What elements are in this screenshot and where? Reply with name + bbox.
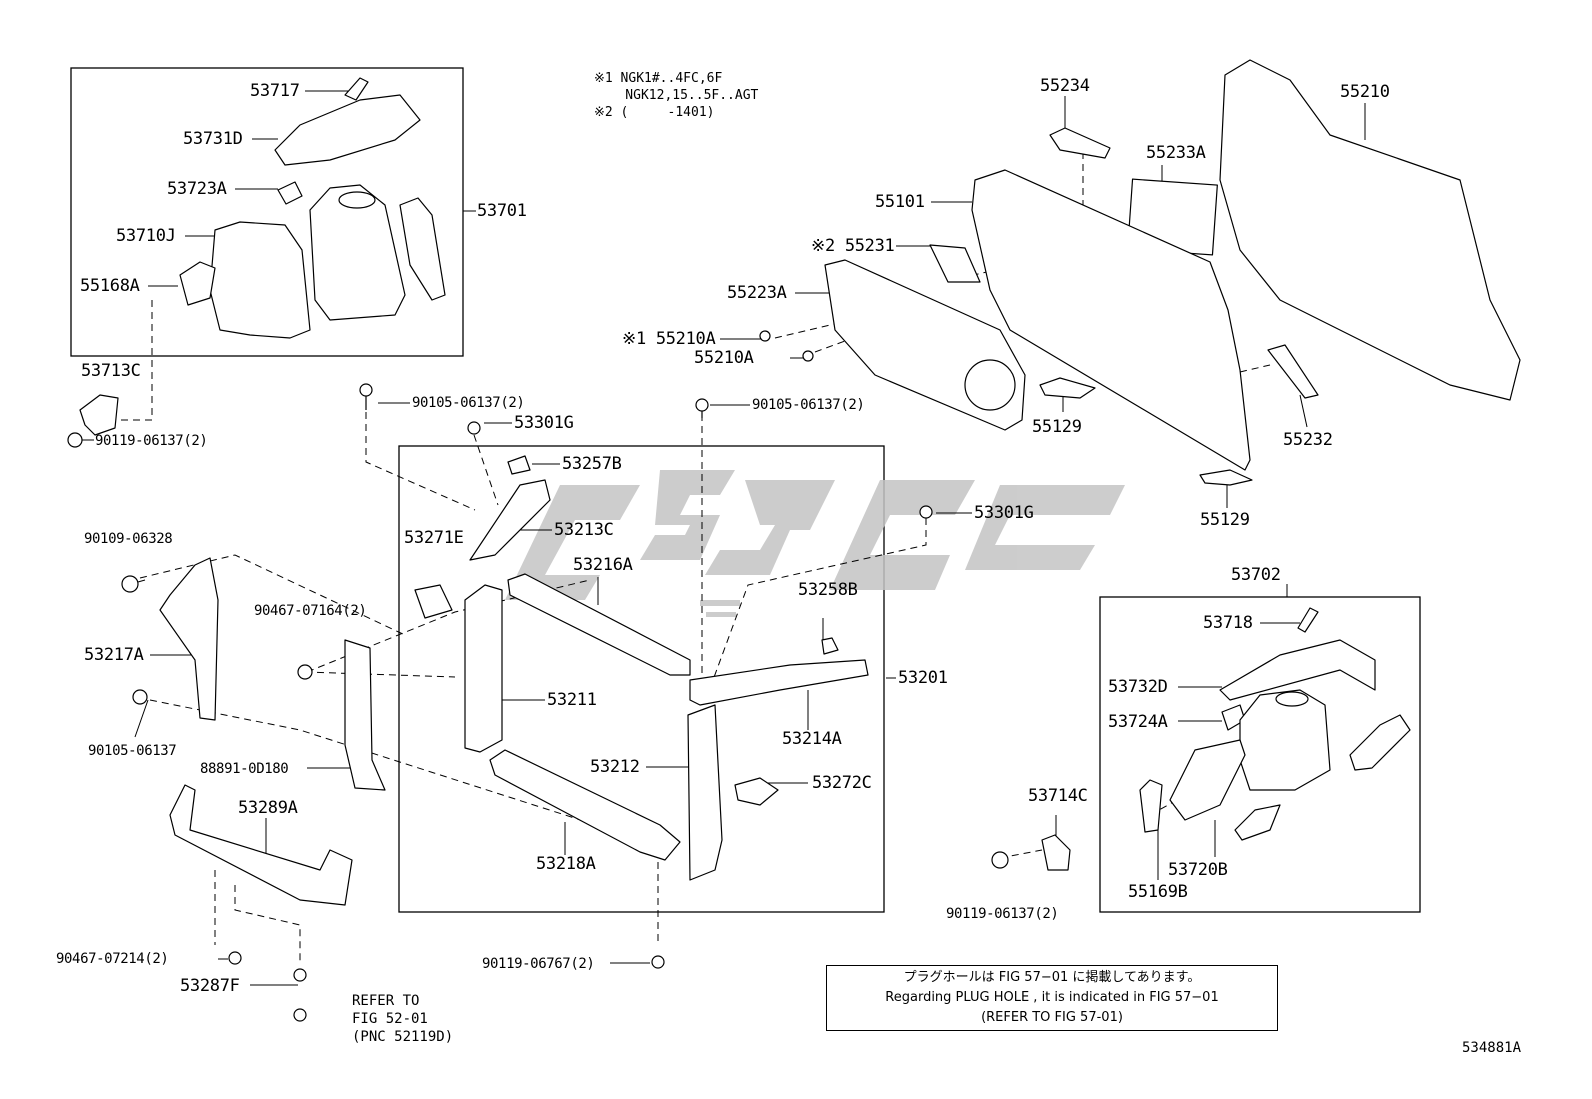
part-label-53271E[interactable]: 53271E bbox=[404, 528, 464, 548]
refer-to-line-2[interactable]: FIG 52-01 bbox=[352, 1011, 428, 1027]
ref-box-line-refer[interactable]: (REFER TO FIG 57-01) bbox=[981, 1010, 1123, 1025]
part-label-90105-06137-2-right[interactable]: 90105-06137(2) bbox=[752, 397, 865, 413]
part-label-53213C[interactable]: 53213C bbox=[554, 520, 614, 540]
part-shapes bbox=[67, 59, 1521, 1022]
part-label-53714C[interactable]: 53714C bbox=[1028, 786, 1088, 806]
part-label-53257B[interactable]: 53257B bbox=[562, 454, 622, 474]
part-label-55101[interactable]: 55101 bbox=[875, 192, 925, 212]
part-label-90119-06137-2-right[interactable]: 90119-06137(2) bbox=[946, 906, 1059, 922]
applicability-notes: ※1 NGK1#..4FC,6F NGK12,15..5F..AGT ※2 ( -… bbox=[594, 70, 758, 121]
part-label-53720B[interactable]: 53720B bbox=[1168, 860, 1228, 880]
group-box-53702 bbox=[1099, 596, 1421, 913]
ref-box-line-english: Regarding PLUG HOLE , it is indicated in… bbox=[885, 990, 1219, 1005]
group-box-53701 bbox=[70, 67, 464, 357]
illustration-id: 534881A bbox=[1462, 1040, 1522, 1056]
part-label-55233A[interactable]: 55233A bbox=[1146, 143, 1206, 163]
part-label-55168A[interactable]: 55168A bbox=[80, 276, 140, 296]
part-label-90119-06137-2-left[interactable]: 90119-06137(2) bbox=[95, 433, 208, 449]
part-label-90467-07214-2[interactable]: 90467-07214(2) bbox=[56, 951, 169, 967]
part-label-55129-lower[interactable]: 55129 bbox=[1200, 510, 1250, 530]
part-label-55169B[interactable]: 55169B bbox=[1128, 882, 1188, 902]
note-line-1: ※1 NGK1#..4FC,6F bbox=[594, 71, 723, 86]
part-label-53217A[interactable]: 53217A bbox=[84, 645, 144, 665]
part-label-53201[interactable]: 53201 bbox=[898, 668, 948, 688]
part-label-55210A[interactable]: 55210A bbox=[694, 348, 754, 368]
note-line-2: NGK12,15..5F..AGT bbox=[594, 88, 759, 103]
part-label-53289A[interactable]: 53289A bbox=[238, 798, 298, 818]
refer-to-line-3: (PNC 52119D) bbox=[352, 1029, 454, 1045]
group-box-53201 bbox=[398, 445, 885, 913]
part-label-53287F[interactable]: 53287F bbox=[180, 976, 240, 996]
part-label-53723A[interactable]: 53723A bbox=[167, 179, 227, 199]
part-label-53710J[interactable]: 53710J bbox=[116, 226, 176, 246]
part-label-55232[interactable]: 55232 bbox=[1283, 430, 1333, 450]
part-label-53258B[interactable]: 53258B bbox=[798, 580, 858, 600]
part-label-53212[interactable]: 53212 bbox=[590, 757, 640, 777]
part-label-53701[interactable]: 53701 bbox=[477, 201, 527, 221]
part-label-53713C[interactable]: 53713C bbox=[81, 361, 141, 381]
part-label-53211[interactable]: 53211 bbox=[547, 690, 597, 710]
part-label-90105-06137[interactable]: 90105-06137 bbox=[88, 743, 177, 759]
part-label-53702[interactable]: 53702 bbox=[1231, 565, 1281, 585]
part-label-53218A[interactable]: 53218A bbox=[536, 854, 596, 874]
plug-hole-reference-box: プラグホールは FIG 57−01 に掲載してあります。 Regarding P… bbox=[826, 965, 1278, 1031]
part-label-53732D[interactable]: 53732D bbox=[1108, 677, 1168, 697]
part-label-55210A-note1[interactable]: ※1 55210A bbox=[622, 329, 716, 349]
part-label-90109-06328[interactable]: 90109-06328 bbox=[84, 531, 173, 547]
ref-box-line-japanese: プラグホールは FIG 57−01 に掲載してあります。 bbox=[903, 970, 1201, 985]
part-label-55231[interactable]: ※2 55231 bbox=[811, 236, 895, 256]
part-label-53718[interactable]: 53718 bbox=[1203, 613, 1253, 633]
part-label-53214A[interactable]: 53214A bbox=[782, 729, 842, 749]
part-label-88891-0D180[interactable]: 88891-0D180 bbox=[200, 761, 289, 777]
part-label-90467-07164-2[interactable]: 90467-07164(2) bbox=[254, 603, 367, 619]
note-line-3: ※2 ( -1401) bbox=[594, 105, 715, 120]
part-label-55223A[interactable]: 55223A bbox=[727, 283, 787, 303]
watermark-logo bbox=[505, 470, 1125, 617]
part-label-53216A[interactable]: 53216A bbox=[573, 555, 633, 575]
refer-to-note: REFER TO FIG 52-01 (PNC 52119D) bbox=[352, 992, 453, 1046]
part-label-53717[interactable]: 53717 bbox=[250, 81, 300, 101]
refer-to-line-1: REFER TO bbox=[352, 993, 420, 1009]
part-label-53731D[interactable]: 53731D bbox=[183, 129, 243, 149]
part-label-53301G-right[interactable]: 53301G bbox=[974, 503, 1034, 523]
part-label-55234[interactable]: 55234 bbox=[1040, 76, 1090, 96]
part-label-55210[interactable]: 55210 bbox=[1340, 82, 1390, 102]
part-label-90105-06137-2-left[interactable]: 90105-06137(2) bbox=[412, 395, 525, 411]
part-label-53724A[interactable]: 53724A bbox=[1108, 712, 1168, 732]
part-label-90119-06767-2[interactable]: 90119-06767(2) bbox=[482, 956, 595, 972]
part-label-53272C[interactable]: 53272C bbox=[812, 773, 872, 793]
part-label-53301G-top[interactable]: 53301G bbox=[514, 413, 574, 433]
part-label-55129-upper[interactable]: 55129 bbox=[1032, 417, 1082, 437]
